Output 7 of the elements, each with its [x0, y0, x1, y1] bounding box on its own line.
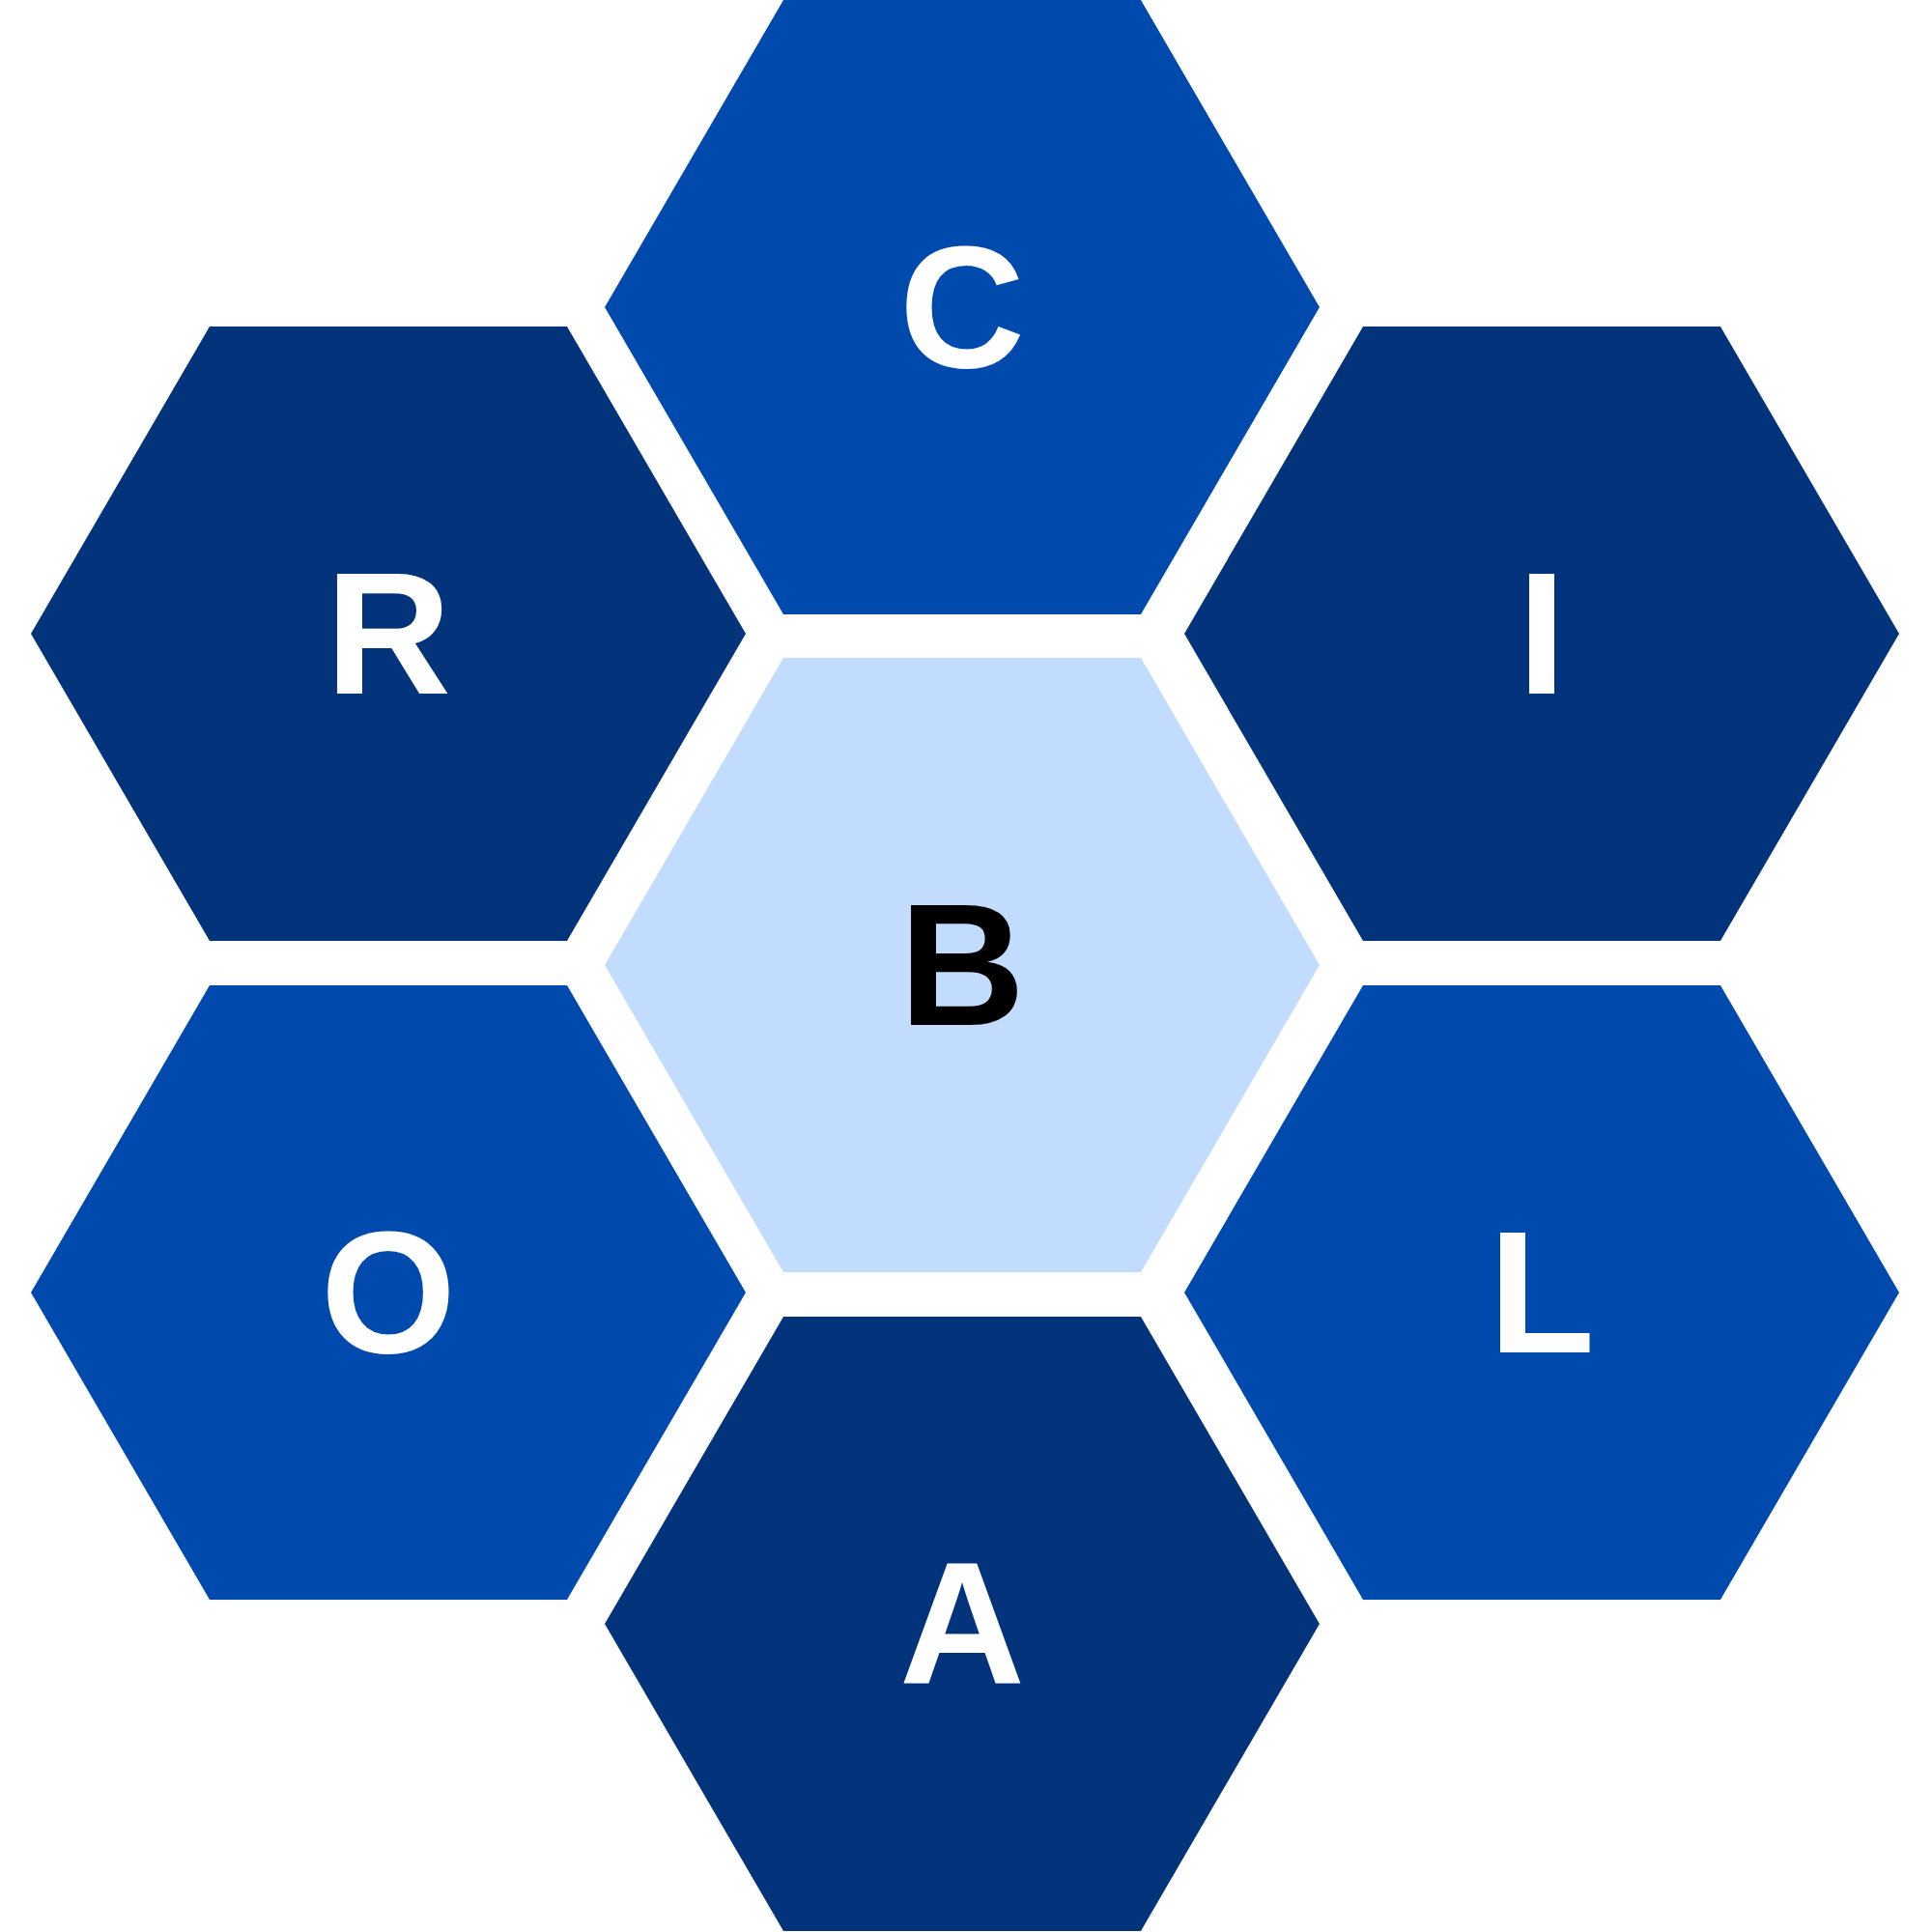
tile-letter: B — [899, 878, 1025, 1052]
tile-letter: O — [321, 1206, 456, 1379]
tile-letter: L — [1489, 1206, 1595, 1379]
tile-letter: R — [326, 547, 451, 721]
tile-letter: I — [1518, 547, 1566, 721]
tile-letter: A — [899, 1537, 1025, 1711]
tile-letter: C — [899, 220, 1025, 394]
